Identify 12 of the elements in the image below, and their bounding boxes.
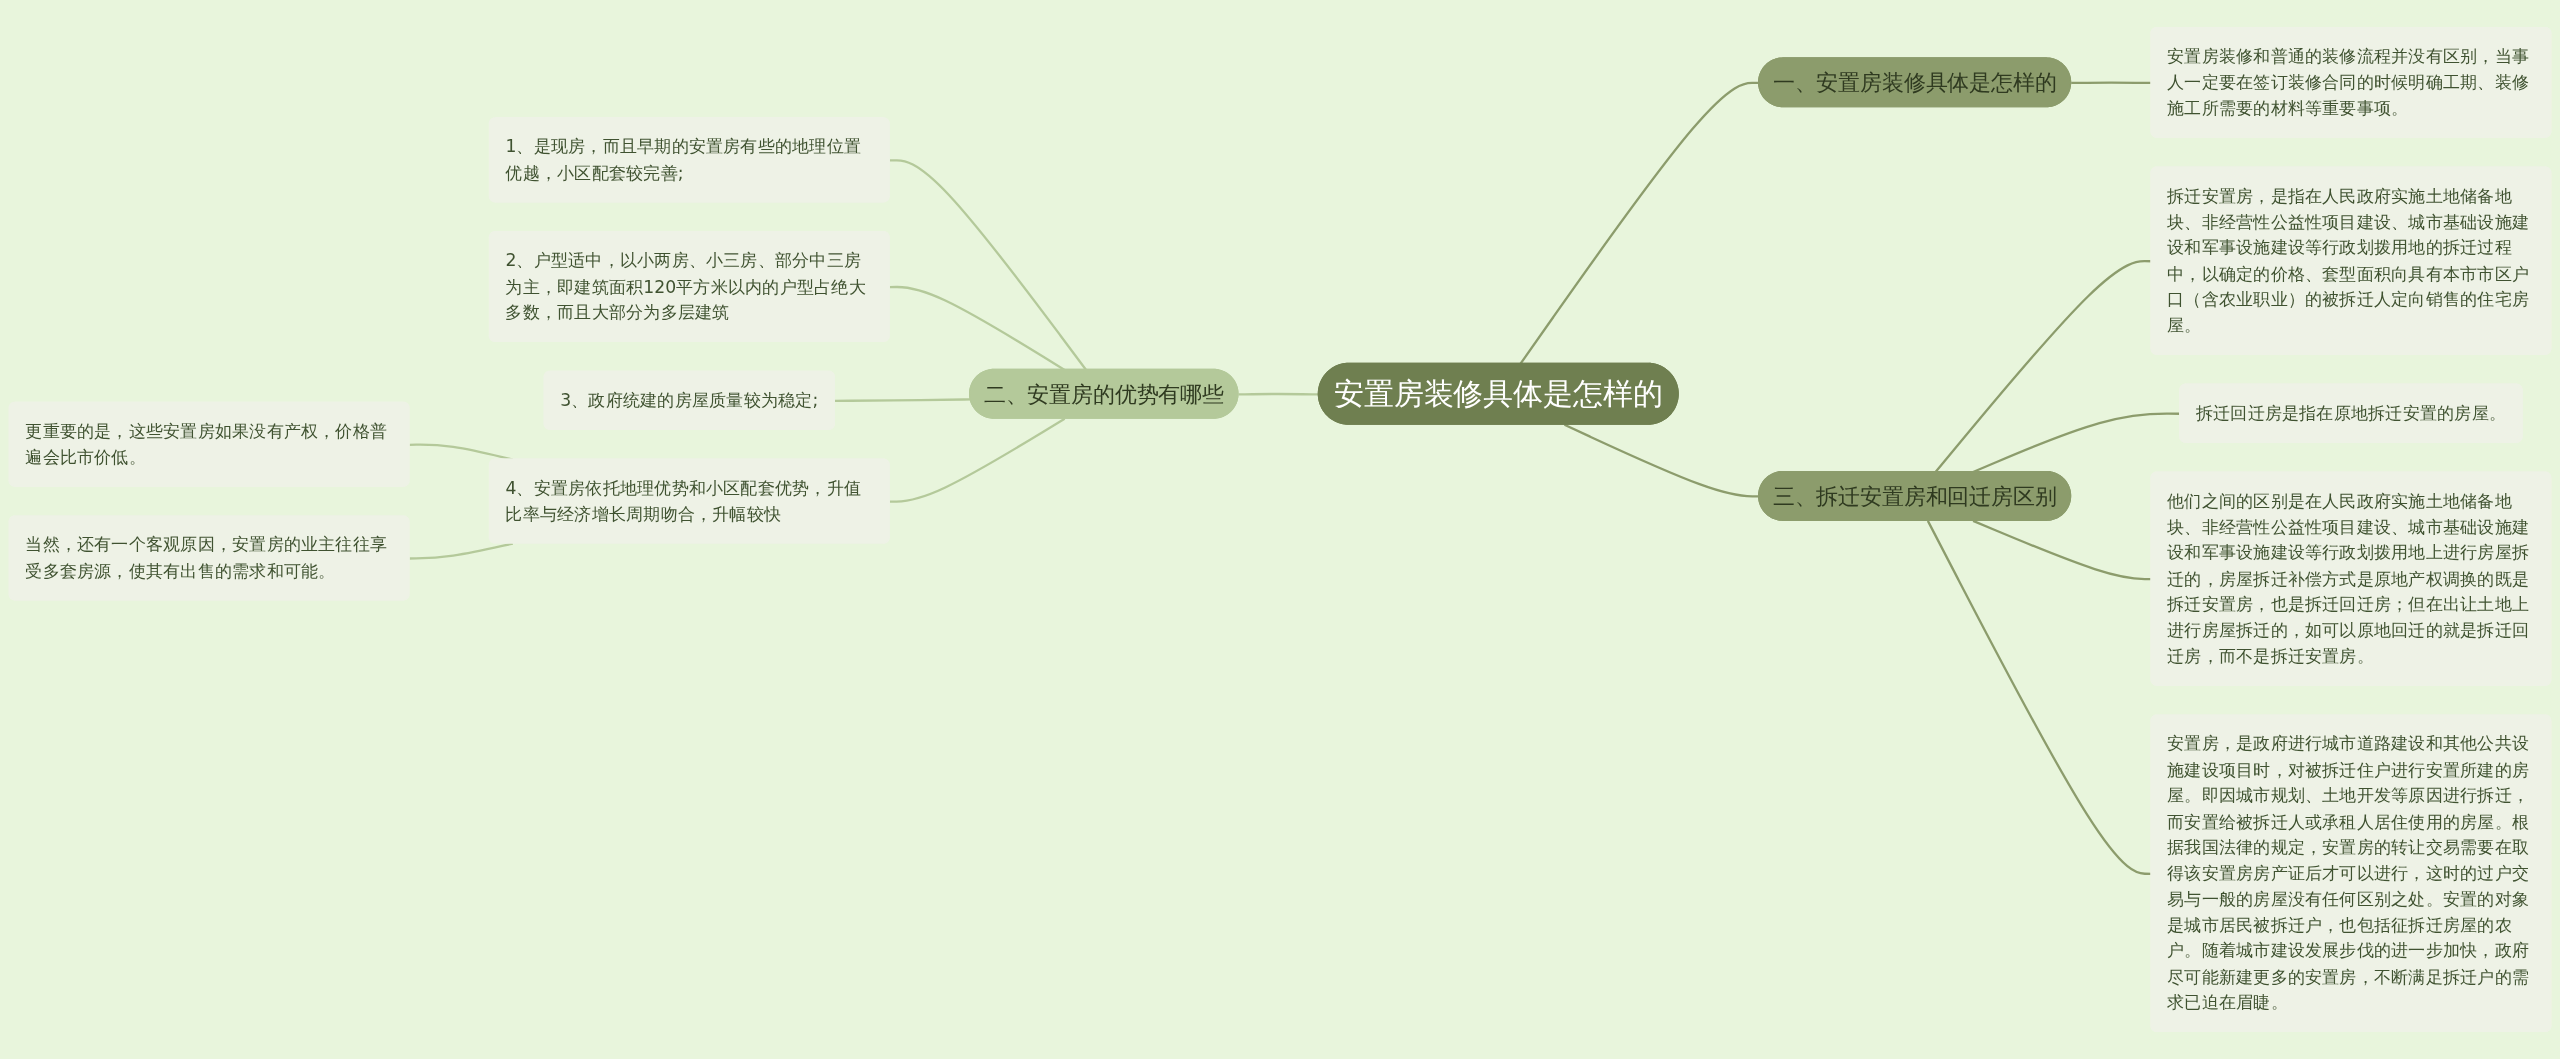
connector — [1564, 423, 1760, 498]
connector — [1972, 519, 2152, 581]
connector — [889, 159, 1088, 371]
connector — [889, 417, 1066, 503]
connector — [409, 542, 514, 560]
connector — [2071, 81, 2152, 85]
connector — [1238, 392, 1319, 396]
connector — [889, 285, 1066, 371]
connector — [1934, 260, 2152, 473]
connector — [1519, 81, 1760, 365]
connector — [834, 398, 971, 402]
connector — [1926, 520, 2152, 875]
